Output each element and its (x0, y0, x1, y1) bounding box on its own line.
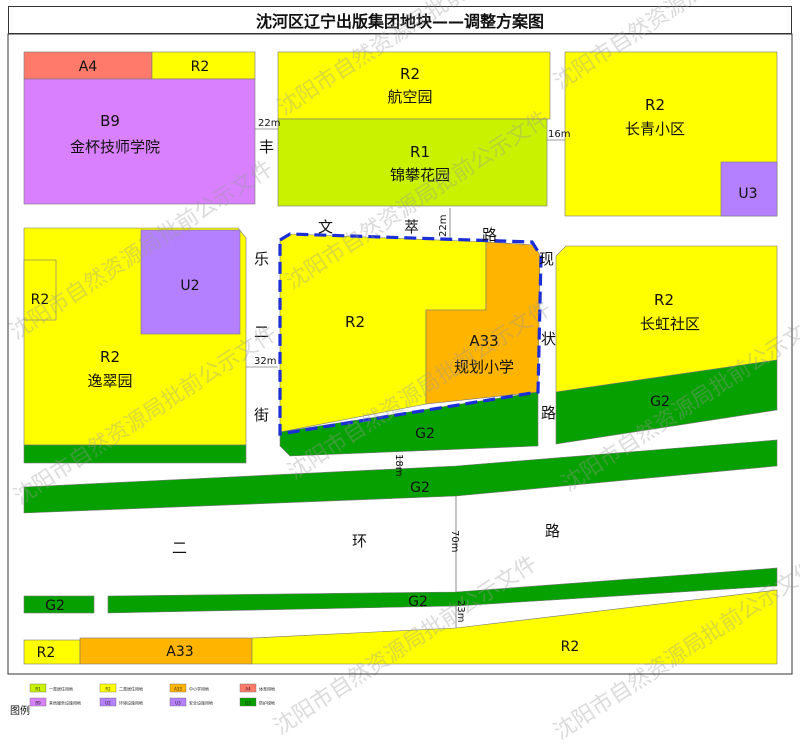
plot-b9-name: 金杯技师学院 (70, 138, 160, 156)
road-erhuan-char-3: 路 (545, 522, 560, 540)
legend-swatch-r1 (29, 683, 47, 693)
road-fengle-char-4: 街 (254, 406, 269, 424)
legend-code-a33: A33 (174, 687, 182, 692)
legend-label-u3: 安全设施用地 (189, 700, 213, 706)
legend-label-u2: 环境设施用地 (119, 700, 143, 706)
road-erhuan-char-1: 二 (172, 539, 187, 557)
road-wencui-char-2: 萃 (404, 218, 419, 236)
plot-r2-hangkong-code: R2 (400, 65, 420, 83)
road-wencui-char-3: 路 (482, 226, 497, 244)
plot-r2-small-left (23, 259, 57, 321)
plot-u3 (720, 161, 778, 217)
road-fengle-char-3: 二 (254, 323, 269, 341)
width-label-32: 32m (254, 356, 276, 367)
legend-label-r1: 一类居住用地 (49, 686, 73, 692)
plot-r2-bottom-left (23, 639, 81, 665)
plot-g2-site-code: G2 (415, 426, 435, 442)
legend-items: R1 一类居住用地 R2 二类居住用地 A33 中小学用地 A4 体育用地 B9 其他服务设施用地… (29, 683, 275, 707)
width-label-23: 23m (455, 600, 466, 622)
plot-b9 (23, 78, 256, 205)
legend-label-a33: 中小学用地 (189, 686, 209, 692)
legend-label-a4: 体育用地 (259, 686, 275, 692)
width-label-18: 18m (393, 454, 404, 476)
legend-swatch-a4 (239, 683, 257, 693)
plot-u2 (140, 229, 241, 335)
legend-code-b9: B9 (35, 701, 41, 706)
plot-b9-code: B9 (100, 112, 120, 130)
plot-g2-band1 (23, 439, 778, 514)
legend-swatch-u3 (169, 697, 187, 707)
plot-g2-right-code: G2 (650, 394, 670, 410)
plot-r2-changqing-code: R2 (645, 96, 665, 114)
plot-g2-band2-left-code: G2 (45, 598, 65, 614)
plot-g2-site (279, 391, 539, 457)
plot-r2-bottom (251, 589, 778, 665)
plot-r2-changhong-code: R2 (654, 291, 674, 309)
road-fengle-char-1: 丰 (259, 138, 274, 156)
plot-r2-yicui-code: R2 (100, 348, 120, 366)
road-xianzhuang-char-1: 现 (539, 250, 554, 268)
road-xianzhuang-char-2: 状 (541, 330, 556, 348)
legend-swatch-a33 (169, 683, 187, 693)
plot-r2-site-code: R2 (345, 313, 365, 331)
plot-r2-small-left-code: R2 (31, 292, 50, 308)
plot-a33-site-name: 规划小学 (454, 358, 514, 376)
road-wencui-char-1: 文 (318, 218, 333, 236)
plot-r2-yicui-name: 逸翠园 (87, 372, 132, 390)
plot-a33-bottom (79, 637, 253, 665)
plot-r2-hangkong-name: 航空园 (387, 88, 432, 106)
width-label-16: 16m (548, 129, 570, 140)
legend-code-u2: U2 (105, 701, 111, 706)
plot-a4-code: A4 (79, 59, 98, 75)
legend-code-a4: A4 (245, 687, 251, 692)
legend-code-r2: R2 (105, 687, 111, 692)
plot-u3-code: U3 (738, 186, 757, 202)
plot-a33-site-code: A33 (469, 332, 498, 350)
legend-label-g2: 防护绿地 (259, 700, 275, 706)
legend-label-b9: 其他服务设施用地 (49, 700, 81, 706)
legend-swatch-u2 (99, 697, 117, 707)
plot-g2-band1-code: G2 (410, 480, 430, 496)
site-boundary (278, 232, 543, 436)
legend-swatch-g2 (239, 697, 257, 707)
width-label-70: 70m (449, 530, 460, 552)
plot-r2-changqing-name: 长青小区 (625, 120, 685, 138)
legend-code-g2: G2 (245, 701, 251, 706)
legend-heading: 图例 (10, 704, 30, 717)
plot-r2-bottom-code: R2 (561, 639, 580, 655)
legend-swatch-b9 (29, 697, 47, 707)
legend-code-u3: U3 (175, 701, 181, 706)
plot-r2-bottom-left-code: R2 (37, 645, 56, 661)
plot-r2-topleft (151, 51, 256, 80)
plot-u2-code: U2 (180, 278, 199, 294)
plot-r2-topleft-code: R2 (191, 59, 210, 75)
plot-r1 (277, 118, 548, 207)
road-erhuan-char-2: 环 (352, 532, 367, 550)
legend-label-r2: 二类居住用地 (119, 686, 143, 692)
plot-g2-band2-code: G2 (408, 594, 428, 610)
legend-code-r1: R1 (35, 687, 41, 692)
map-title: 沈河区辽宁出版集团地块——调整方案图 (8, 6, 792, 34)
plot-a33-bottom-code: A33 (166, 644, 193, 660)
plot-g2-band2-left (23, 595, 95, 614)
plot-r2-changhong-name: 长虹社区 (640, 315, 700, 333)
plot-r2-hangkong (277, 51, 551, 120)
legend-swatch-r2 (99, 683, 117, 693)
plot-g2-left-strip (23, 444, 247, 464)
plot-g2-right (555, 359, 778, 445)
width-label-22-left: 22m (258, 118, 280, 129)
road-fengle-char-2: 乐 (254, 250, 269, 268)
road-xianzhuang-char-3: 路 (541, 404, 556, 422)
plot-r1-code: R1 (410, 143, 430, 161)
width-label-22-top: 22m (438, 215, 449, 237)
plot-r1-name: 锦攀花园 (390, 166, 450, 184)
